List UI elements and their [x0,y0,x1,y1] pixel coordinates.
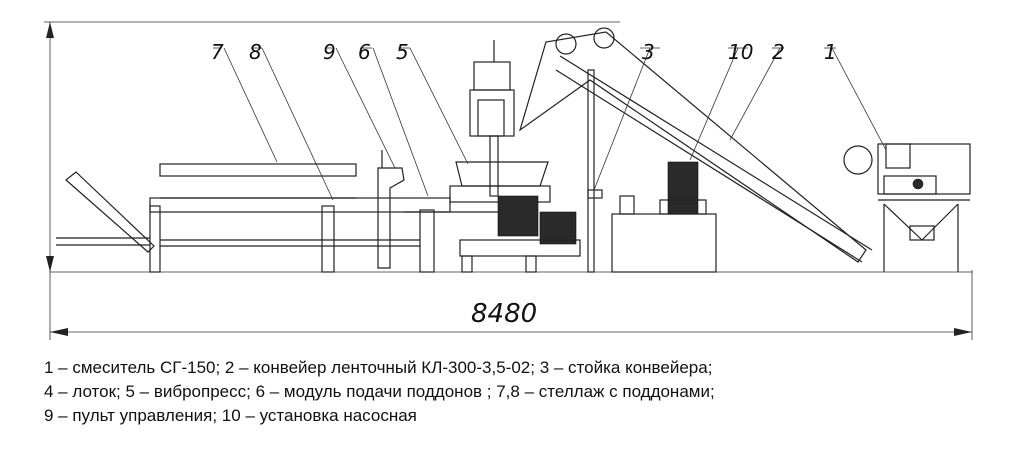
length-dimension: 8480 [49,268,973,340]
legend-caption: 1 – смеситель СГ-150; 2 – конвейер ленто… [44,356,1014,428]
caption-line-1: 1 – смеситель СГ-150; 2 – конвейер ленто… [44,358,713,377]
callout-10: 10 [728,40,753,64]
pallet-rack [56,163,451,273]
pump-unit [611,161,717,273]
callout-5: 5 [396,40,409,64]
callout-1: 1 [824,40,837,64]
vibropress [404,40,581,273]
caption-line-3: 9 – пульт управления; 10 – установка нас… [44,406,417,425]
callout-9: 9 [323,40,336,64]
belt-conveyor [518,27,873,273]
caption-line-2: 4 – лоток; 5 – вибропресс; 6 – модуль по… [44,382,715,401]
callout-3: 3 [642,40,655,64]
callout-8: 8 [249,40,262,64]
control-panel [377,150,405,269]
dimension-label: 8480 [471,299,537,329]
callouts: 7 8 9 6 5 3 10 2 1 [211,40,887,201]
callout-6: 6 [358,40,371,64]
callout-2: 2 [772,40,785,64]
callout-7: 7 [211,40,224,64]
height-dimension [44,21,620,272]
equipment-layout-drawing: 8480 [44,21,973,340]
mixer [843,143,971,272]
